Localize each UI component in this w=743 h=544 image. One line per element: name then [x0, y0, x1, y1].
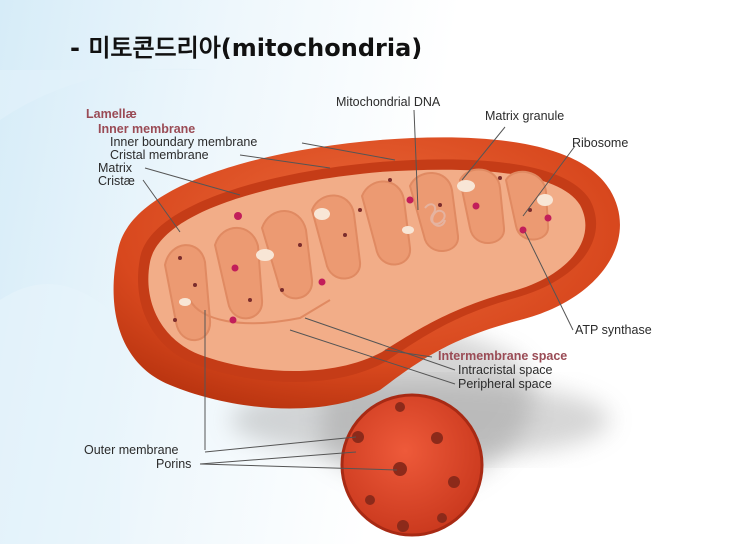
porins [352, 402, 460, 532]
label-mitochondrial-dna: Mitochondrial DNA [336, 95, 441, 109]
label-inner-membrane: Inner membrane [98, 122, 196, 136]
matrix-dots [173, 176, 532, 322]
leader-lines [142, 109, 576, 471]
label-outer-membrane: Outer membrane [84, 443, 179, 457]
label-intracristal-space: Intracristal space [458, 363, 553, 377]
label-peripheral-space: Peripheral space [458, 377, 552, 391]
label-matrix: Matrix [98, 161, 133, 175]
label-lamellae: Lamellæ [86, 107, 137, 121]
label-ribosome: Ribosome [572, 136, 629, 150]
label-cristae: Cristæ [98, 174, 135, 188]
label-porins: Porins [156, 457, 192, 471]
ribosomes [229, 196, 552, 324]
page-title: - 미토콘드리아(mitochondria) [70, 34, 423, 62]
label-cristal-membrane: Cristal membrane [110, 148, 209, 162]
outer-membrane-zoom [340, 393, 484, 537]
matrix-granules [179, 180, 553, 306]
label-inner-boundary-membrane: Inner boundary membrane [110, 135, 258, 149]
label-intermembrane-space: Intermembrane space [438, 349, 568, 363]
label-atp-synthase: ATP synthase [575, 323, 652, 337]
mitochondrial-dna-strand [424, 203, 446, 227]
cristae-folds [163, 168, 550, 342]
label-matrix-granule: Matrix granule [485, 109, 565, 123]
